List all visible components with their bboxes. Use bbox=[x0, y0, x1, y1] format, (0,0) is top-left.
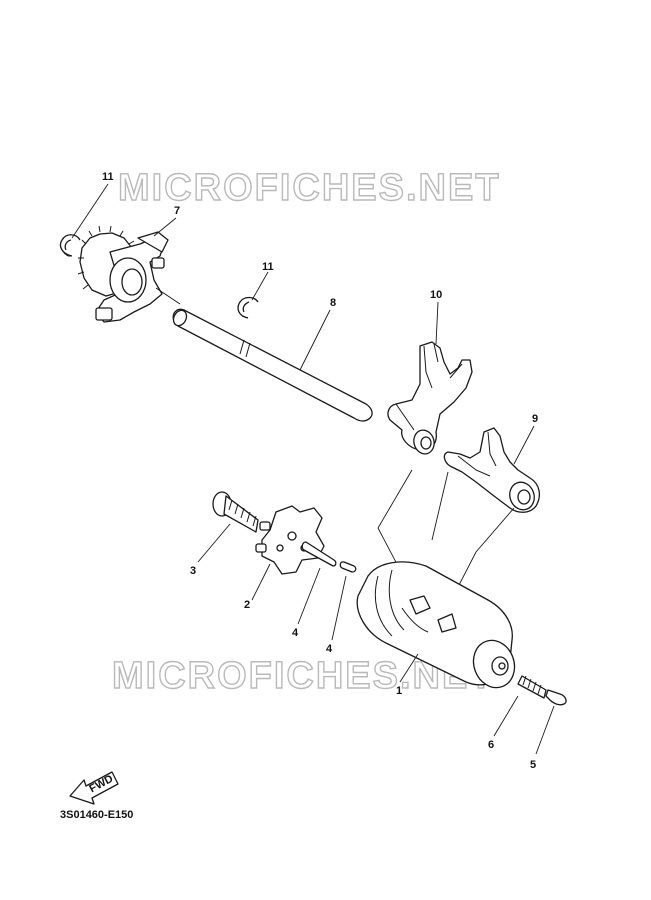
part-5-pin bbox=[545, 689, 567, 706]
callout-11-left: 11 bbox=[102, 171, 114, 183]
callout-9: 9 bbox=[532, 413, 538, 425]
callout-5: 5 bbox=[530, 759, 536, 771]
callout-2: 2 bbox=[244, 599, 250, 611]
part-10-shift-fork bbox=[387, 341, 473, 455]
part-6-spring bbox=[517, 675, 547, 699]
part-4-pin-a bbox=[301, 541, 337, 567]
callout-1: 1 bbox=[396, 685, 402, 697]
callout-8: 8 bbox=[330, 297, 336, 309]
callout-7: 7 bbox=[174, 205, 180, 217]
callout-4-a: 4 bbox=[292, 627, 299, 639]
callout-3: 3 bbox=[190, 565, 196, 577]
part-11-circlip-middle bbox=[237, 296, 259, 319]
part-9-shift-fork bbox=[443, 427, 541, 513]
callout-10: 10 bbox=[430, 289, 442, 301]
callout-11-middle: 11 bbox=[262, 261, 274, 273]
fwd-arrow-icon: FWD bbox=[69, 771, 119, 805]
part-11-circlip-left bbox=[59, 234, 81, 257]
part-3-bolt bbox=[212, 491, 259, 533]
part-4-pin-b bbox=[339, 561, 357, 573]
part-7-segment-gear bbox=[77, 225, 181, 323]
part-1-shift-drum bbox=[356, 561, 516, 689]
part-2-segment-plate bbox=[255, 505, 325, 575]
part-8-shift-shaft bbox=[172, 308, 373, 422]
callout-4-b: 4 bbox=[326, 643, 333, 655]
diagram-code: 3S01460-E150 bbox=[60, 809, 133, 821]
watermark-top: MICROFICHES.NET bbox=[118, 167, 501, 209]
leader-lines bbox=[71, 183, 555, 755]
callout-6: 6 bbox=[488, 739, 494, 751]
